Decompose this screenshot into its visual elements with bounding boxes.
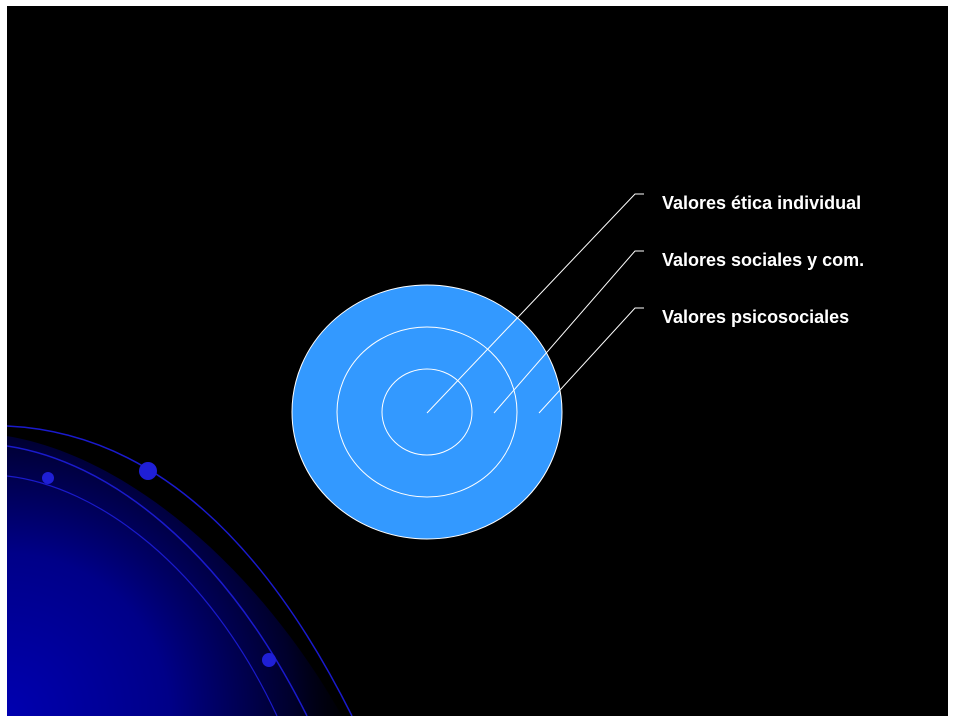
orbit-dot-2: [42, 472, 54, 484]
concentric-diagram: [291, 284, 563, 540]
leader-line-inner: [426, 193, 644, 414]
inner-ring: [381, 368, 473, 456]
leader-line-middle: [493, 250, 644, 414]
outer-ring: [291, 284, 563, 540]
corner-glow: [7, 436, 342, 716]
label-psychosocial: Valores psicosociales: [662, 307, 850, 327]
label-individual-ethics: Valores ética individual: [662, 193, 862, 213]
orbit-line-1: [7, 425, 353, 716]
slide: Valores ética individual Valores sociale…: [7, 6, 948, 716]
orbit-dot-3: [262, 653, 276, 667]
decorative-corner: [7, 425, 353, 716]
middle-ring: [336, 326, 518, 498]
slide-graphics: [7, 193, 644, 716]
orbit-line-3: [7, 475, 278, 716]
label-social-community: Valores sociales y com.: [662, 250, 865, 270]
orbit-dot-1: [139, 462, 157, 480]
orbit-line-2: [7, 445, 308, 716]
leader-line-outer: [538, 307, 644, 414]
leader-lines: [426, 193, 644, 414]
